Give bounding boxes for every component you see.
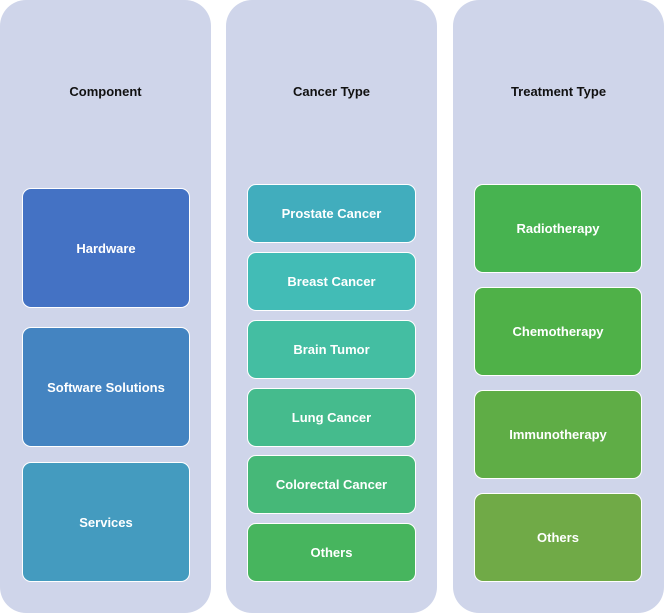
box-software-solutions: Software Solutions (22, 327, 190, 447)
box-label: Software Solutions (47, 379, 165, 395)
box-label: Radiotherapy (516, 221, 600, 236)
box-breast-cancer: Breast Cancer (247, 252, 416, 311)
column-title: Cancer Type (292, 84, 371, 99)
box-colorectal-cancer: Colorectal Cancer (247, 455, 416, 514)
box-label: Hardware (76, 240, 136, 256)
box-brain-tumor: Brain Tumor (247, 320, 416, 379)
box-services: Services (22, 462, 190, 582)
box-label: Services (79, 514, 133, 530)
box-label: Prostate Cancer (281, 206, 382, 221)
box-label: Colorectal Cancer (275, 477, 388, 492)
box-label: Brain Tumor (293, 342, 370, 357)
column-treatment-type: Treatment Type Radiotherapy Chemotherapy… (453, 0, 664, 613)
box-label: Chemotherapy (512, 324, 604, 339)
box-label: Others (537, 530, 579, 545)
column-component: Component Hardware Software Solutions Se… (0, 0, 211, 613)
box-label: Others (310, 545, 353, 560)
box-immunotherapy: Immunotherapy (474, 390, 642, 479)
box-label: Lung Cancer (291, 410, 372, 425)
box-label: Immunotherapy (509, 427, 607, 442)
box-radiotherapy: Radiotherapy (474, 184, 642, 273)
box-chemotherapy: Chemotherapy (474, 287, 642, 376)
box-lung-cancer: Lung Cancer (247, 388, 416, 447)
box-others-cancer: Others (247, 523, 416, 582)
box-label: Breast Cancer (287, 274, 376, 289)
column-title: Treatment Type (510, 84, 607, 99)
box-others-treatment: Others (474, 493, 642, 582)
column-cancer-type: Cancer Type Prostate Cancer Breast Cance… (226, 0, 437, 613)
box-hardware: Hardware (22, 188, 190, 308)
column-title: Component (69, 84, 142, 99)
box-prostate-cancer: Prostate Cancer (247, 184, 416, 243)
